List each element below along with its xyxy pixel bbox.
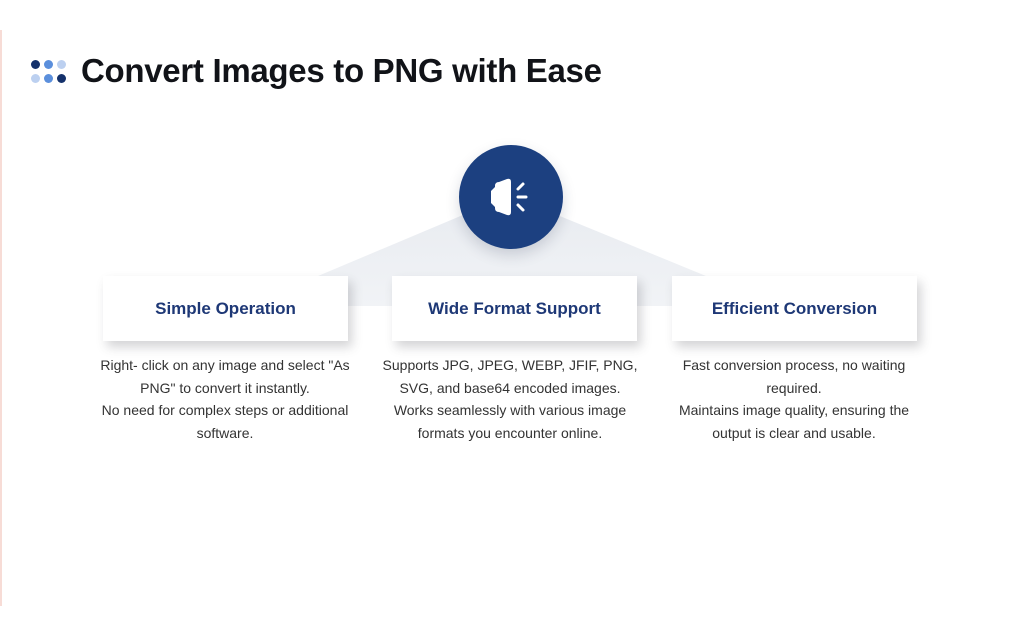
feature-description-line: No need for complex steps or additional … <box>101 402 349 441</box>
feature-card-wide-format-support: Wide Format Support <box>392 276 637 341</box>
page-heading: Convert Images to PNG with Ease <box>31 50 602 92</box>
dot <box>44 59 53 69</box>
left-edge-rule <box>0 30 2 606</box>
feature-description-line: Maintains image quality, ensuring the ou… <box>678 402 910 441</box>
feature-title: Wide Format Support <box>428 298 601 318</box>
feature-title: Simple Operation <box>155 298 296 318</box>
dot <box>57 59 66 69</box>
dot <box>44 73 53 83</box>
feature-card-efficient-conversion: Efficient Conversion <box>672 276 917 341</box>
feature-description-line: Works seamlessly with various image form… <box>393 402 627 441</box>
dot-grid-icon <box>31 59 66 83</box>
feature-description: Supports JPG, JPEG, WEBP, JFIF, PNG, SVG… <box>380 354 640 444</box>
dot <box>31 73 40 83</box>
megaphone-icon <box>491 178 528 216</box>
hub-icon-circle <box>459 145 563 249</box>
feature-description: Right- click on any image and select "As… <box>95 354 355 444</box>
feature-description: Fast conversion process, no waiting requ… <box>664 354 924 444</box>
feature-description-line: Right- click on any image and select "As… <box>100 357 350 396</box>
feature-title: Efficient Conversion <box>711 298 878 318</box>
feature-card-simple-operation: Simple Operation <box>103 276 348 341</box>
dot <box>57 73 66 83</box>
feature-description-line: Fast conversion process, no waiting requ… <box>682 357 906 396</box>
feature-description-line: Supports JPG, JPEG, WEBP, JFIF, PNG, SVG… <box>382 357 638 396</box>
dot <box>31 59 40 69</box>
page-title: Convert Images to PNG with Ease <box>81 52 602 89</box>
